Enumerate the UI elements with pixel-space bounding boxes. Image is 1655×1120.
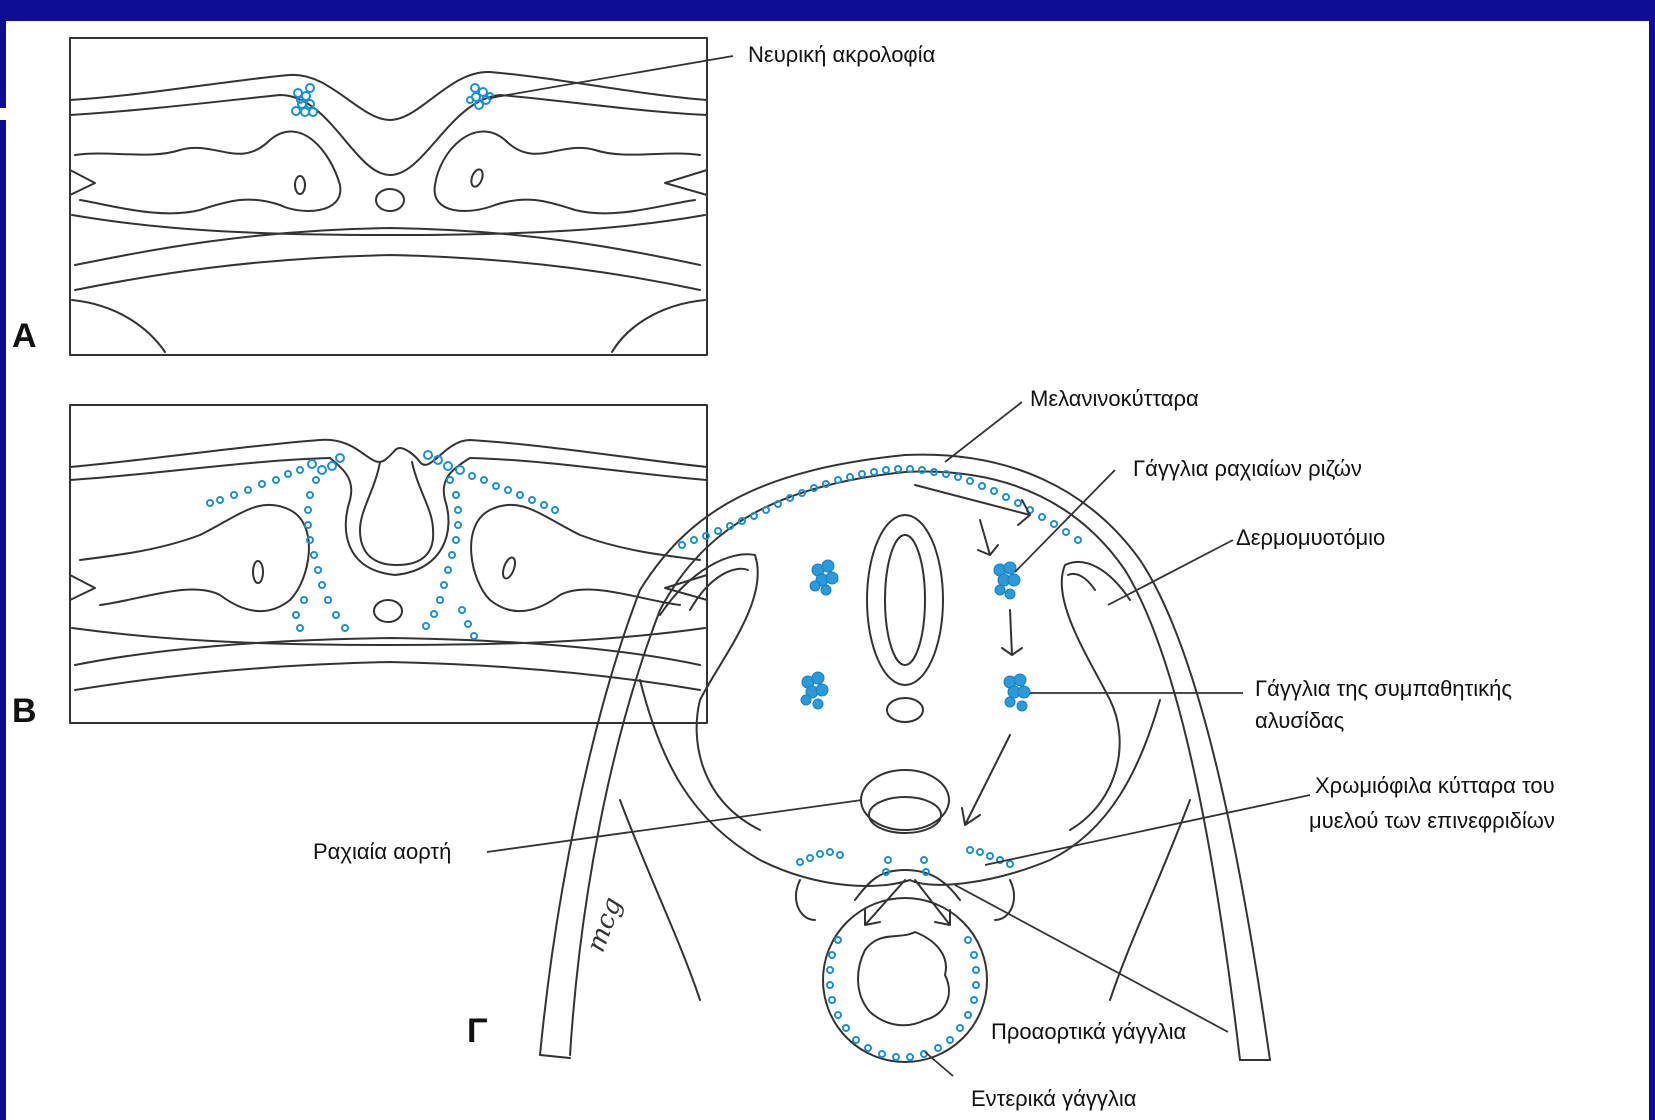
pointer-dorsal-aorta — [487, 800, 862, 852]
sympathetic-ganglion-right — [1004, 674, 1030, 711]
label-sympathetic-ganglia-line1: Γάγγλια της συμπαθητικής — [1255, 675, 1512, 703]
panel-label-b: B — [12, 693, 37, 729]
dorsal-root-ganglion-right — [994, 562, 1020, 599]
panel-label-c: Γ — [467, 1013, 487, 1049]
label-dorsal-aorta: Ραχιαία αορτή — [313, 838, 451, 866]
label-dermomyotome: Δερμομυοτόμιο — [1236, 524, 1385, 552]
neural-crest-cells-right — [467, 84, 493, 109]
dorsal-root-ganglion-left — [810, 560, 838, 595]
label-sympathetic-ganglia-line2: αλυσίδας — [1255, 707, 1344, 735]
panel-a-box — [70, 38, 707, 355]
label-neural-crest: Νευρική ακρολοφία — [748, 41, 935, 69]
migrating-crest-cells-left — [207, 454, 348, 631]
illustrator-signature: mcg — [581, 893, 628, 956]
panel-label-a: A — [12, 318, 37, 354]
label-preaortic-ganglia: Προαορτικά γάγγλια — [991, 1018, 1186, 1046]
pointer-preaortic-ganglia — [955, 885, 1228, 1032]
label-chromaffin-cells-line1: Χρωμιόφιλα κύτταρα του — [1315, 772, 1555, 800]
pointer-melanocytes — [945, 402, 1022, 462]
label-melanocytes: Μελανινοκύτταρα — [1030, 385, 1199, 413]
panel-c-drawing: mcg — [487, 402, 1310, 1076]
label-chromaffin-cells-line2: μυελού των επινεφριδίων — [1309, 807, 1555, 835]
sympathetic-ganglion-left — [801, 672, 828, 709]
pointer-chromaffin-cells — [985, 795, 1310, 865]
pointer-dorsal-root-ganglia — [1015, 470, 1115, 572]
neural-crest-cells-left — [292, 84, 317, 116]
panel-a-drawing — [70, 38, 733, 355]
label-dorsal-root-ganglia: Γάγγλια ραχιαίων ριζών — [1133, 455, 1362, 483]
label-enteric-ganglia: Εντερικά γάγγλια — [971, 1085, 1136, 1113]
